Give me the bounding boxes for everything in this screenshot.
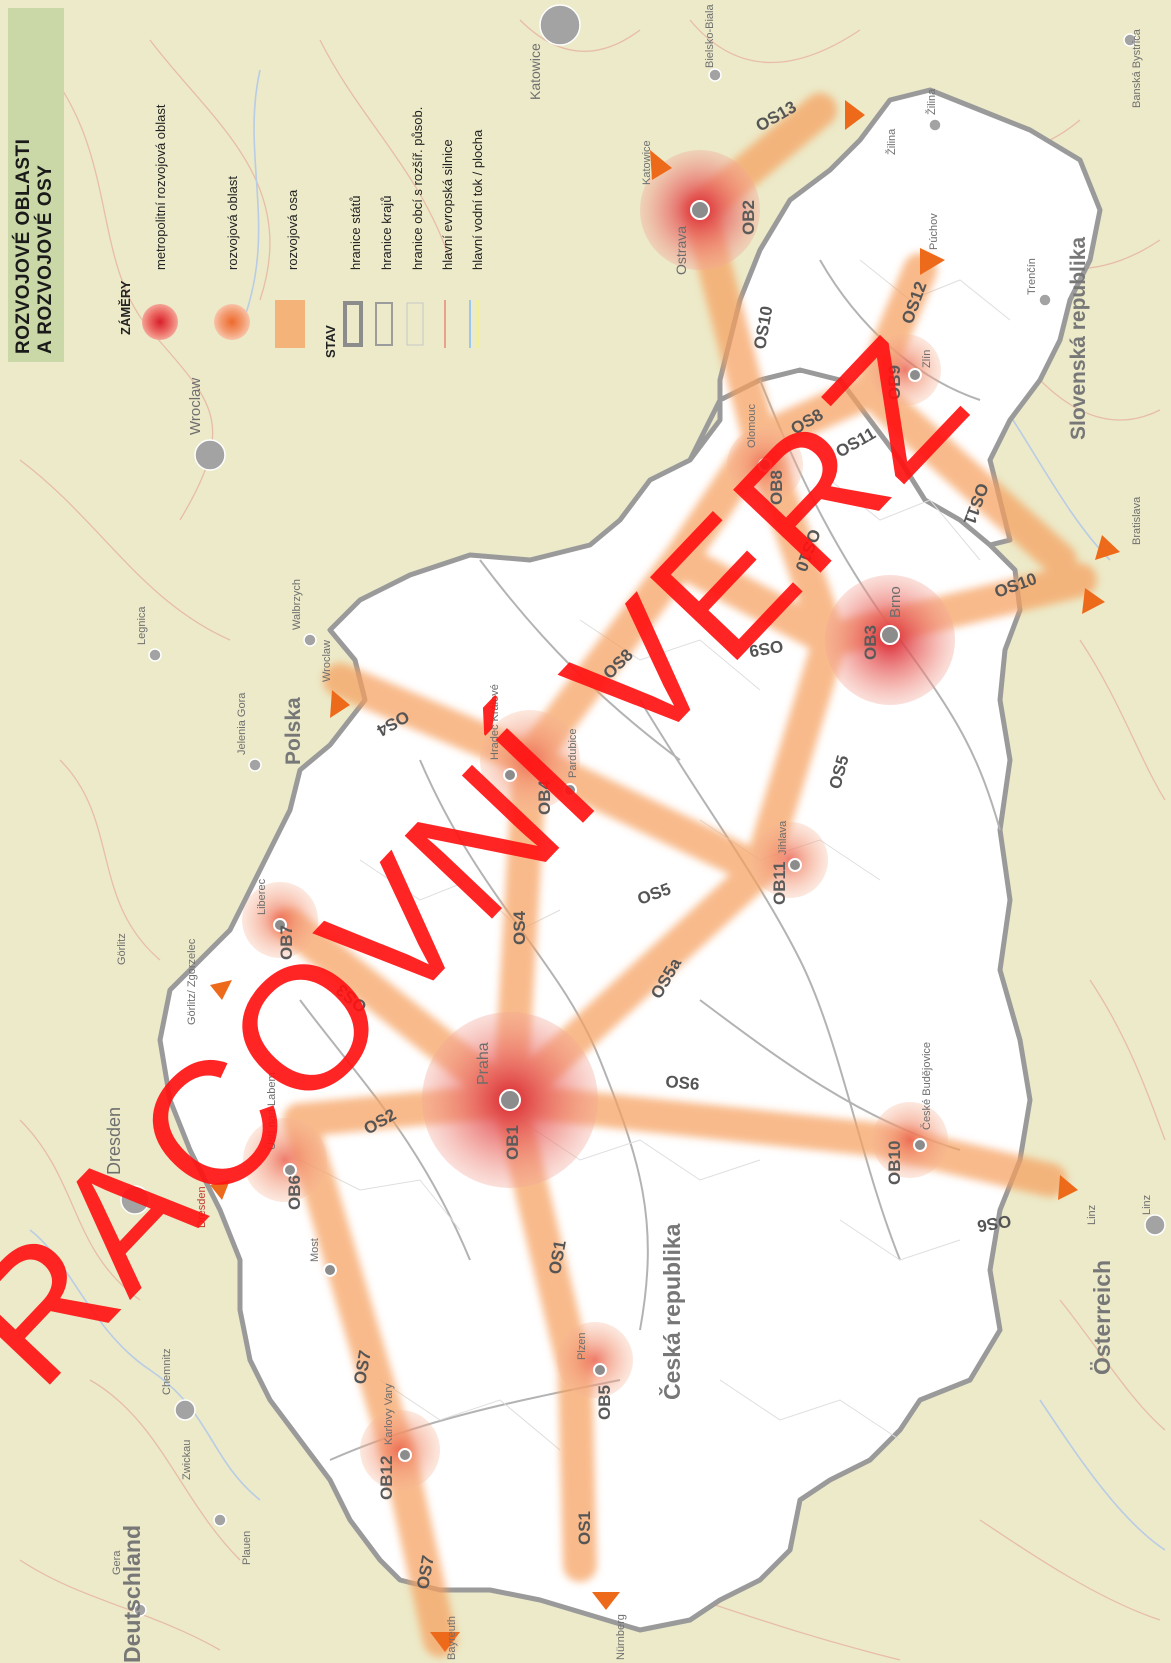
country-austria: Österreich bbox=[1089, 1260, 1115, 1375]
label-zlin: Zlín bbox=[921, 350, 933, 368]
arrow-katowice bbox=[650, 150, 672, 180]
label-trencin: Trenčín bbox=[1026, 258, 1038, 295]
arrow-bratislava-2 bbox=[1082, 588, 1105, 614]
label-chemnitz: Chemnitz bbox=[161, 1349, 173, 1395]
background-rivers bbox=[29, 69, 1166, 1551]
country-germany: Deutschland bbox=[119, 1525, 145, 1663]
label-gorlitz: Görlitz bbox=[116, 933, 128, 965]
label-most: Most bbox=[309, 1238, 321, 1262]
area-ob6 bbox=[243, 1118, 327, 1202]
label-gorlitz-zg: Görlitz/ Zgorzelec bbox=[186, 938, 198, 1025]
arrow-nurnberg bbox=[592, 1592, 620, 1610]
label-dresden: Dresden bbox=[196, 1186, 208, 1228]
label-jihlava: Jihlava bbox=[777, 820, 789, 855]
label-wroclaw-big: Wroclaw bbox=[187, 378, 204, 435]
label-walbrzych: Walbrzych bbox=[291, 579, 303, 630]
label-praha: Praha bbox=[475, 1042, 492, 1085]
label-ob10: OB10 bbox=[885, 1141, 904, 1185]
area-ob9 bbox=[869, 334, 941, 406]
label-jelenia: Jelenia Gora bbox=[236, 692, 248, 755]
label-os4a: OS4 bbox=[510, 910, 529, 945]
country-labels: Česká republika Deutschland Polska Slove… bbox=[119, 237, 1115, 1663]
label-os1b: OS1 bbox=[575, 1511, 594, 1545]
area-ob5 bbox=[557, 1322, 633, 1398]
label-zilina2: Žilina bbox=[925, 88, 938, 115]
label-olomouc: Olomouc bbox=[746, 403, 758, 448]
label-plzen: Plzen bbox=[576, 1332, 588, 1360]
country-slovakia: Slovenská republika bbox=[1067, 237, 1090, 440]
arrow-puchov bbox=[920, 248, 945, 275]
label-bratislava: Bratislava bbox=[1131, 496, 1143, 545]
label-ob6: OB6 bbox=[285, 1175, 304, 1210]
label-zwickau: Zwickau bbox=[181, 1440, 193, 1480]
arrow-zilina bbox=[845, 100, 865, 130]
area-labels: OB1 OB2 OB3 OB4 OB5 OB6 OB7 OB8 OB9 OB10… bbox=[277, 200, 904, 1500]
label-pardubice: Pardubice bbox=[567, 728, 579, 778]
label-ostrava: Ostrava bbox=[673, 226, 689, 275]
city-dots bbox=[273, 200, 927, 1462]
arrow-linz bbox=[1058, 1175, 1078, 1200]
foreign-city-dots bbox=[120, 4, 1166, 1617]
legend: ROZVOJOVÉ OBLASTI A ROZVOJOVÉ OSY bbox=[8, 8, 104, 362]
label-katowice-big: Katowice bbox=[527, 43, 543, 100]
label-gera: Gera bbox=[111, 1550, 123, 1575]
label-ob3: OB3 bbox=[861, 625, 880, 660]
area-ob10 bbox=[872, 1102, 948, 1178]
label-ob1: OB1 bbox=[503, 1125, 522, 1160]
label-ob2: OB2 bbox=[739, 200, 758, 235]
arrow-bratislava-1 bbox=[1095, 535, 1120, 560]
country-czech: Česká republika bbox=[658, 1223, 685, 1400]
label-hradec: Hradec Králové bbox=[489, 684, 501, 760]
area-ob12 bbox=[360, 1410, 440, 1490]
arrow-bayreuth bbox=[430, 1632, 460, 1652]
label-liberec: Liberec bbox=[256, 878, 268, 915]
label-ob9: OB9 bbox=[885, 365, 904, 400]
area-ob4 bbox=[480, 710, 580, 810]
label-ceske-budejovice: České Budějovice bbox=[920, 1042, 933, 1130]
label-katowice: Katowice bbox=[641, 140, 653, 185]
direction-arrows bbox=[210, 100, 1120, 1652]
foreign-city-labels: Dresden Dresden Görlitz Görlitz/ Zgorzel… bbox=[104, 4, 1153, 1660]
label-wroclaw: Wroclaw bbox=[321, 640, 333, 682]
label-linz2: Linz bbox=[1141, 1195, 1153, 1215]
label-puchov: Púchov bbox=[928, 213, 940, 250]
czech-republic-shape bbox=[157, 87, 1103, 1633]
city-labels: Praha Brno Ostrava Plzen Liberec Ústí na… bbox=[256, 226, 933, 1445]
label-brno: Brno bbox=[887, 586, 904, 618]
label-linz1: Linz bbox=[1086, 1205, 1098, 1225]
label-nurnberg: Nürnberg bbox=[615, 1614, 627, 1660]
label-ob12: OB12 bbox=[377, 1456, 396, 1500]
label-ob5: OB5 bbox=[595, 1385, 614, 1420]
label-legnica: Legnica bbox=[136, 606, 148, 645]
country-poland: Polska bbox=[282, 697, 305, 765]
label-zilina1: Žilina bbox=[885, 128, 898, 155]
label-ob7: OB7 bbox=[277, 925, 296, 960]
label-ob4: OB4 bbox=[535, 780, 554, 816]
label-banska: Banská Bystrica bbox=[1131, 28, 1143, 108]
label-ob11: OB11 bbox=[770, 862, 789, 905]
arrow-dresden bbox=[210, 1180, 230, 1200]
arrow-gorlitz bbox=[210, 980, 232, 1000]
label-bielsko: Bielsko-Biala bbox=[704, 4, 716, 68]
label-os6a: OS6 bbox=[665, 1072, 701, 1094]
label-bayreuth: Bayreuth bbox=[446, 1616, 458, 1660]
area-ob11 bbox=[752, 822, 828, 898]
label-plauen: Plauen bbox=[241, 1531, 253, 1565]
label-dresden-big: Dresden bbox=[104, 1107, 124, 1175]
legend-title: ROZVOJOVÉ OBLASTI A ROZVOJOVÉ OSY bbox=[8, 8, 64, 362]
arrow-wroclaw bbox=[330, 690, 350, 718]
label-karlovy-vary: Karlovy Vary bbox=[383, 1383, 395, 1445]
label-ob8: OB8 bbox=[767, 470, 786, 505]
label-usti: Ústí nad Labem bbox=[265, 1072, 278, 1150]
